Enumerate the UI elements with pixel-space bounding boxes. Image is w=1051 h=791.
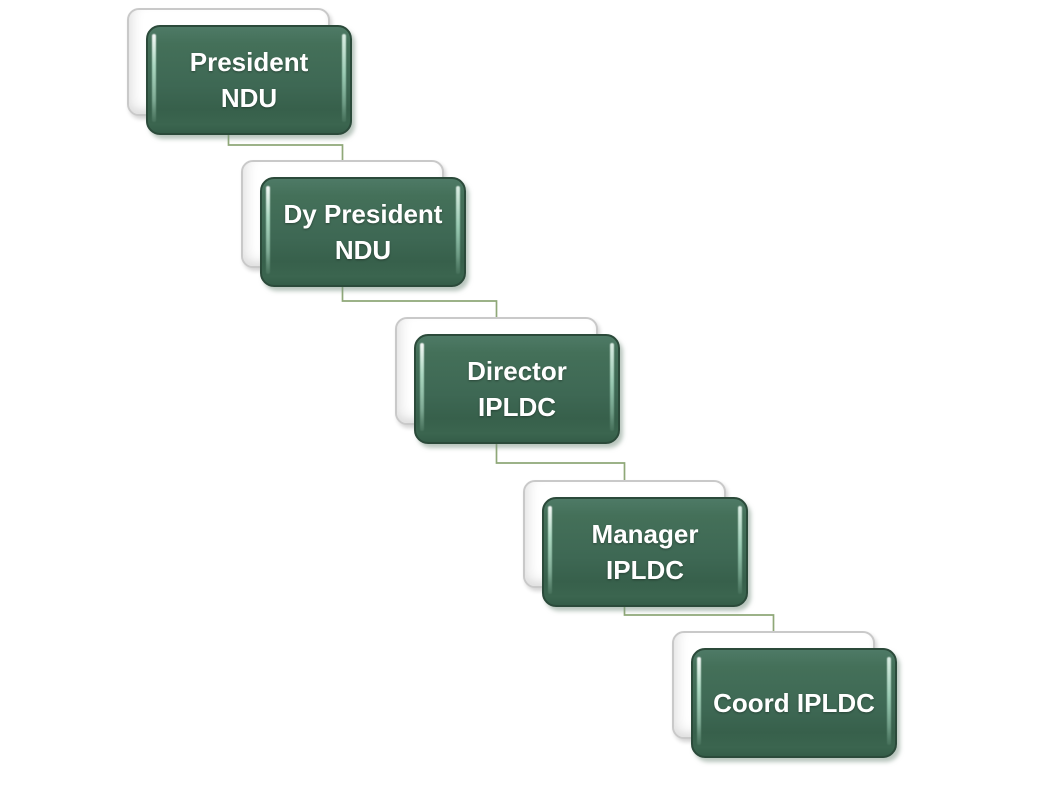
- org-node-president-ndu: President NDU: [127, 8, 352, 135]
- connector-director-to-manager: [495, 443, 626, 488]
- connector-manager-to-coord: [623, 606, 775, 639]
- org-node-manager-ipldc: Manager IPLDC: [523, 480, 748, 607]
- connector-dy-president-to-director: [341, 286, 498, 325]
- org-node-coord-ipldc: Coord IPLDC: [672, 631, 897, 758]
- node-label-line: IPLDC: [478, 392, 556, 422]
- node-box: Manager IPLDC: [542, 497, 748, 607]
- node-label-line: NDU: [334, 235, 392, 265]
- org-node-director-ipldc: Director IPLDC: [395, 317, 620, 444]
- node-box: Dy President NDU: [260, 177, 466, 287]
- node-box: President NDU: [146, 25, 352, 135]
- node-label-line: NDU: [220, 83, 278, 113]
- connector-president-to-dy-president: [227, 134, 344, 168]
- org-node-dy-president-ndu: Dy President NDU: [241, 160, 466, 287]
- node-label-line: Director: [467, 356, 567, 386]
- node-label-line: Coord IPLDC: [713, 688, 875, 718]
- node-label-line: President: [189, 47, 309, 77]
- node-label-line: IPLDC: [606, 555, 684, 585]
- node-box: Coord IPLDC: [691, 648, 897, 758]
- node-label-line: Manager: [591, 519, 699, 549]
- node-box: Director IPLDC: [414, 334, 620, 444]
- node-label-line: Dy President: [283, 199, 443, 229]
